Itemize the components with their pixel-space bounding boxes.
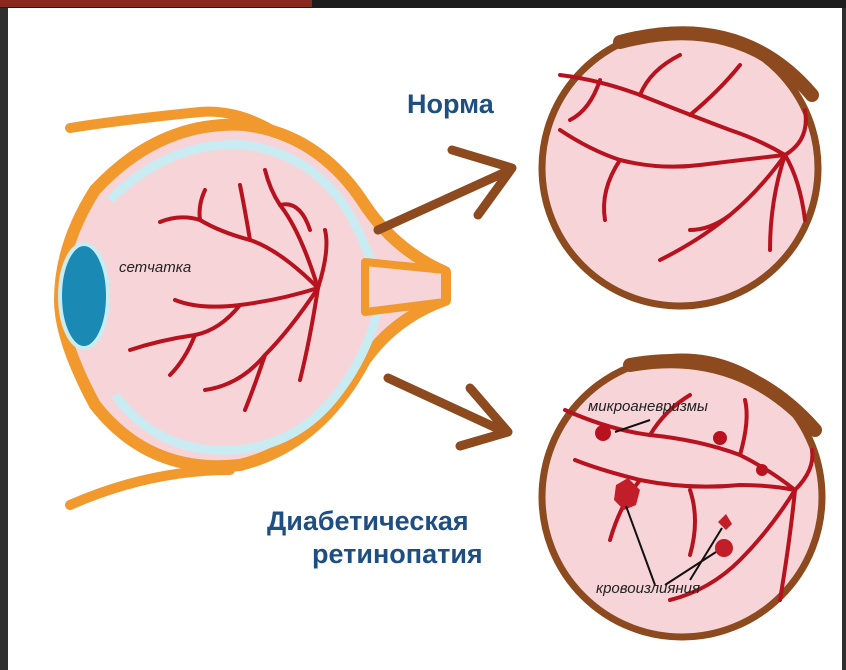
lens: [60, 244, 108, 348]
diabetic-label-line1: Диабетическая: [267, 506, 469, 536]
arrow-to-normal: [378, 150, 512, 230]
diabetic-label-line2: ретинопатия: [312, 539, 483, 569]
hemorrhages-label: кровоизлияния: [596, 580, 700, 597]
retina-label: сетчатка: [119, 259, 191, 276]
arrow-to-diabetic: [388, 378, 508, 446]
normal-label: Норма: [407, 89, 495, 119]
optic-nerve: [365, 262, 445, 312]
microaneurysms-label: микроаневризмы: [588, 398, 708, 415]
normal-fundus: [542, 30, 818, 306]
eyelid-lower: [70, 470, 230, 505]
eye-cross-section: сетчатка: [60, 112, 445, 505]
